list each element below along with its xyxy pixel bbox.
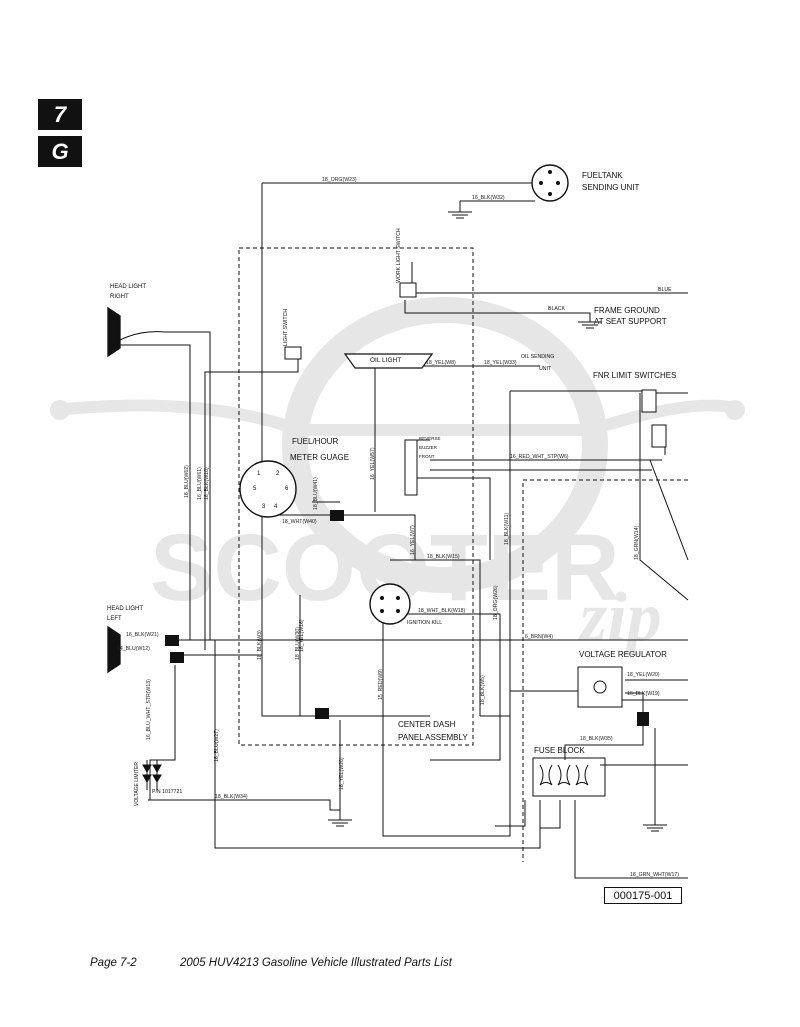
- oil-light-label: OIL LIGHT: [370, 357, 401, 364]
- ignition-kill-label: IGNITION KILL: [407, 620, 442, 626]
- wire-label: 18_YEL(W33): [484, 360, 517, 366]
- voltage-limiter-label: VOLTAGE LIMITER: [134, 762, 140, 806]
- headlight-right-label-2: RIGHT: [110, 294, 129, 300]
- wire-label: 16_YEL(W57): [370, 447, 376, 480]
- fnr-limit-switch-top: [641, 389, 657, 413]
- work-light-switch-body: [399, 282, 417, 298]
- gauge-pin-2: 2: [276, 471, 280, 477]
- wire-label: 16_RED_WHT_STP(W6): [510, 454, 569, 460]
- wire-label: 16_BLK(W10): [204, 467, 210, 500]
- center-dash-label-1: CENTER DASH: [398, 720, 456, 729]
- fnr-switch-body: [404, 439, 418, 496]
- part-number-box: 000175-001: [604, 887, 682, 904]
- gauge-pin-5: 5: [253, 486, 257, 492]
- wire-label: 6_BRN(W4): [525, 634, 553, 640]
- fnr-switch-label-2: BUZZER: [419, 445, 438, 450]
- black-label: BLACK: [548, 306, 566, 312]
- fuse-elements: [539, 764, 589, 786]
- fuel-hour-meter-gauge: [239, 460, 297, 518]
- oil-light-housing: [343, 353, 434, 369]
- gauge-pin-3: 3: [262, 504, 266, 510]
- gauge-pin-1: 1: [257, 471, 261, 477]
- fnr-switch-label-3: FRONT: [419, 454, 435, 459]
- wire-label: 14_BLU(W12): [117, 646, 150, 652]
- work-light-switch-label: WORK LIGHT SWITCH: [396, 228, 402, 283]
- wire-label: 18_BLK(W11): [504, 513, 510, 545]
- ignition-switch: [369, 583, 411, 625]
- center-dash-label-2: PANEL ASSEMBLY: [398, 733, 468, 742]
- frame-ground-label-1: FRAME GROUND: [594, 306, 660, 315]
- frame-ground-label-2: AT SEAT SUPPORT: [594, 317, 667, 326]
- oil-sending-label-2: UNIT: [539, 366, 552, 372]
- headlight-left-label-1: HEAD LIGHT: [107, 606, 143, 612]
- wire-label: 18_WHT(W40): [282, 519, 317, 525]
- headlight-right: [107, 306, 121, 358]
- connectors: [165, 510, 649, 726]
- fnr-switch-label-1: REVERSE: [419, 436, 441, 441]
- wire-label: 18_BLK(W35): [580, 736, 613, 742]
- wire-label: 18_YEL(W8): [426, 360, 456, 366]
- headlight-left: [107, 625, 121, 674]
- section-tab-letter: G: [38, 136, 82, 167]
- wire-label: 18_WHT_BLK(W18): [418, 608, 466, 614]
- fueltank-label-1: FUELTANK: [582, 171, 623, 180]
- headlight-right-label-1: HEAD LIGHT: [110, 284, 146, 290]
- wire-label: 18_BLK(W34): [215, 794, 248, 800]
- wire-label: 15_RED(W9): [378, 669, 384, 700]
- blue-label: BLUE: [658, 287, 672, 293]
- svg-text:zip: zip: [578, 579, 662, 656]
- footer-title: 2005 HUV4213 Gasoline Vehicle Illustrate…: [180, 957, 452, 969]
- wire-label: 18_BLK(W3): [257, 630, 263, 660]
- wire-label: 18_YEL(W20): [339, 757, 345, 790]
- fuel-meter-label-2: METER GUAGE: [290, 453, 349, 462]
- wire-label: 18_YEL(W16): [299, 619, 305, 652]
- headlight-left-label-2: LEFT: [107, 616, 122, 622]
- fuel-meter-label-1: FUEL/HOUR: [292, 437, 338, 446]
- oil-sending-label-1: OIL SENDING: [521, 354, 554, 360]
- wire-label: 18_YEL(W20): [627, 672, 660, 678]
- light-switch-body: [284, 346, 302, 360]
- wire-label: 18_BLU(W41): [313, 477, 319, 510]
- voltage-limiter-diodes: [142, 760, 162, 790]
- wire-label: 18_GRN_WHT(W17): [630, 872, 679, 878]
- voltage-regulator-label: VOLTAGE REGULATOR: [579, 650, 667, 659]
- fueltank-sending-unit: [531, 164, 569, 202]
- fnr-limit-label: FNR LIMIT SWITCHES: [593, 371, 676, 380]
- wire-label: 18_BLU(W62): [184, 465, 190, 498]
- fueltank-label-2: SENDING UNIT: [582, 183, 639, 192]
- wire-label: 16_BLK(W32): [472, 195, 505, 201]
- fuse-block-label: FUSE BLOCK: [534, 746, 585, 755]
- gauge-pin-4: 4: [274, 504, 278, 510]
- light-switch-label: LIGHT SWITCH: [283, 309, 289, 346]
- wire-label: 18_BLU(W27): [214, 729, 220, 762]
- wire-label: 18_BLK(W15): [427, 554, 460, 560]
- footer-page: Page 7-2: [90, 957, 137, 969]
- part-pn-label: P/N 1017721: [152, 789, 182, 795]
- section-tab-number: 7: [38, 99, 82, 130]
- wire-label: 18_GRN(W14): [634, 525, 640, 560]
- wire-label: 16_BLU(W61): [197, 467, 203, 500]
- wire-label: 18_BLK(W5): [480, 675, 486, 705]
- wire-label: 18_BLU(W30): [295, 627, 301, 660]
- wire-label: 16_BLK(W21): [126, 632, 159, 638]
- wire-label: 16_BLU_WHT_STR(W13): [146, 679, 152, 740]
- wire-label: 16_BLK(W19): [627, 691, 660, 697]
- gauge-pin-6: 6: [285, 486, 289, 492]
- wire-label: 16_YEL(W7): [410, 525, 416, 555]
- wire-label: 18_ORG(W23): [322, 177, 357, 183]
- fnr-limit-switch-bottom: [651, 424, 667, 448]
- wire-label: 18_ORG(W26): [493, 585, 499, 620]
